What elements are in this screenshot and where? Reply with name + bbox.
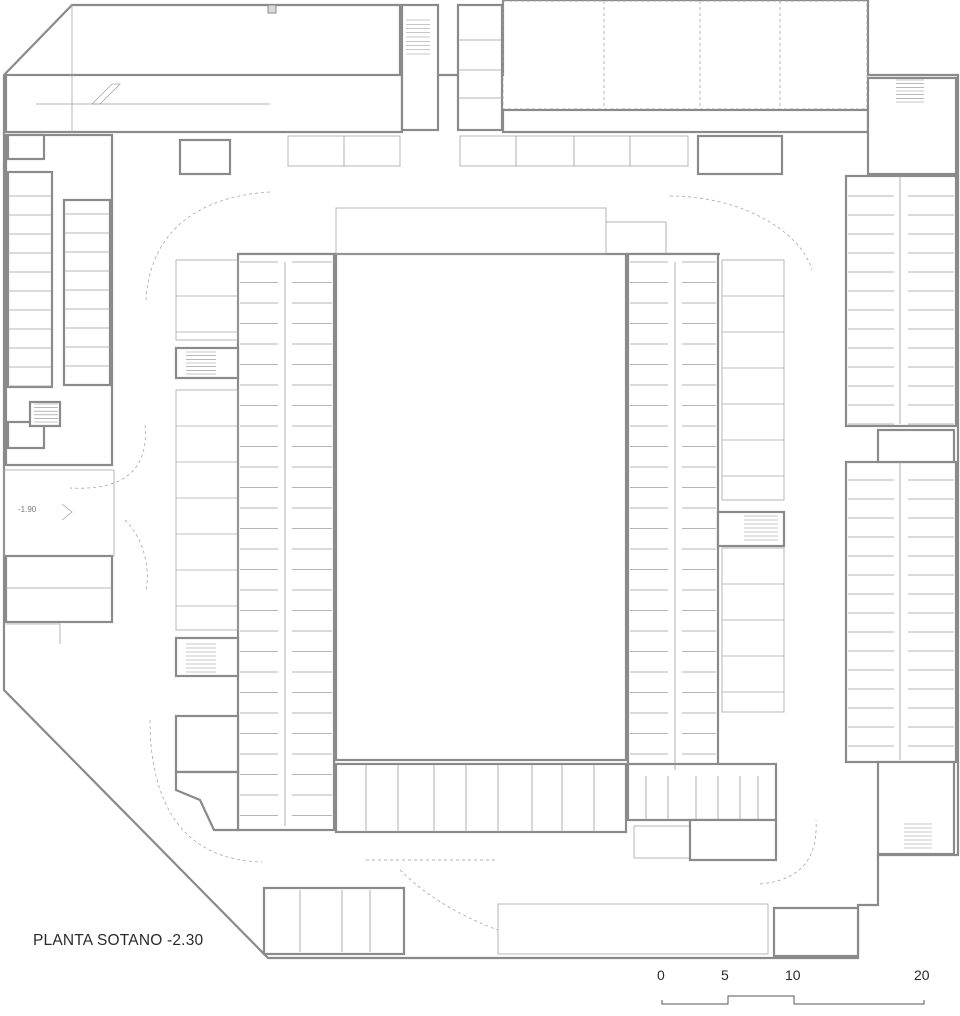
- bottom-row: [262, 886, 860, 958]
- parking-bay: [721, 547, 785, 713]
- flow-arrow: [149, 719, 263, 863]
- bottom-storage: [626, 762, 778, 862]
- parking-bay: [175, 389, 239, 631]
- scale-tick-0: 0: [657, 967, 665, 983]
- circulation-arrows: [69, 191, 817, 931]
- right-inner-stair: [716, 510, 786, 548]
- left-storage-block: [4, 133, 114, 467]
- top-parking-row: [287, 135, 689, 255]
- court-bottom-slots: [365, 764, 595, 832]
- right-storage-block: [844, 76, 958, 856]
- flow-arrow: [145, 191, 271, 301]
- parking-bay: [175, 259, 239, 341]
- flow-arrow: [124, 519, 148, 591]
- flow-arrow: [759, 819, 817, 885]
- flow-arrow: [669, 195, 813, 271]
- scale-tick-5: 5: [721, 967, 729, 983]
- scale-tick-20: 20: [914, 967, 930, 983]
- outer-walls: [2, 0, 960, 960]
- top-left-block: [4, 4, 404, 176]
- top-right-shed: [501, 0, 870, 176]
- scale-bar: [661, 995, 925, 1005]
- top-stair-block: [400, 3, 504, 132]
- parking-bay: [721, 259, 785, 501]
- level-label: -1.90: [18, 505, 37, 514]
- flow-arrow: [399, 869, 499, 931]
- flow-arrow: [69, 424, 146, 489]
- plan-title: PLANTA SOTANO -2.30: [33, 932, 204, 949]
- scale-tick-10: 10: [785, 967, 801, 983]
- left-ramp: [3, 469, 115, 644]
- parking-cells: [8, 19, 954, 849]
